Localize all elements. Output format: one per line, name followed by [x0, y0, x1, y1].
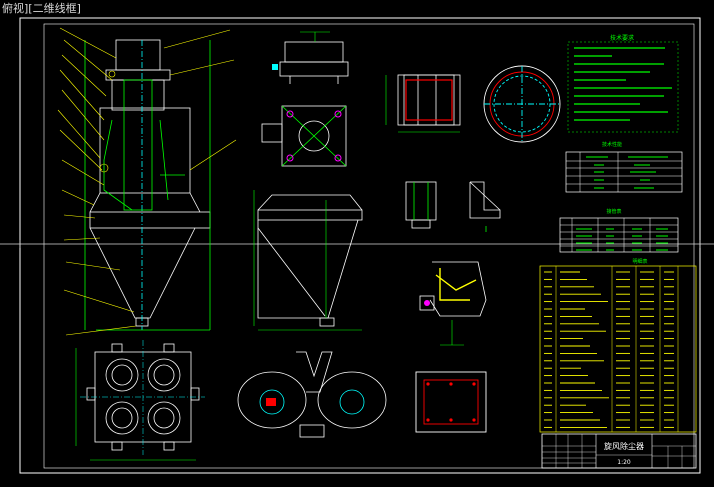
- valve-detail-markers: [424, 300, 430, 306]
- square-flange-bolts: [426, 382, 476, 422]
- bottom-plan-inner: [259, 389, 365, 415]
- section-view-dim: [385, 75, 460, 133]
- notes-title: 技术要求: [610, 34, 634, 42]
- front-view-leader-lines: [57, 27, 237, 336]
- top-view-center-lines: [80, 340, 205, 455]
- top-view-dimensions: [75, 348, 196, 461]
- front-view-cyclone: [89, 39, 211, 330]
- outlet-side-markers: [272, 64, 278, 70]
- valve-detail-hatch: [435, 268, 477, 301]
- section-view-box: [397, 74, 461, 126]
- bracket-view-side: [469, 181, 501, 232]
- nozzle-table-title: 接管表: [606, 208, 621, 215]
- technical-notes-box: 技术要求: [567, 34, 679, 133]
- viewport-label[interactable]: 俯视][二维线框]: [2, 2, 81, 15]
- spec-table: 技术性能: [565, 141, 683, 193]
- bottom-plan-view: [237, 351, 387, 438]
- bottom-plan-hatch: [266, 398, 276, 406]
- square-flange-view: [415, 371, 487, 433]
- outlet-side-leaders: [300, 31, 330, 42]
- parts-list-table: 明细表: [539, 258, 697, 433]
- flange-plan-bolts: [286, 110, 342, 162]
- parts-list-title: 明细表: [632, 258, 647, 265]
- outlet-side-view: [279, 41, 349, 84]
- flange-plan-view: [261, 105, 347, 167]
- drawing-scale: 1:20: [617, 459, 631, 466]
- hopper-side-view: [257, 194, 363, 327]
- nozzle-table: 接管表: [559, 208, 679, 253]
- parts-list-rows: [544, 271, 674, 428]
- front-view-hidden-lines: [84, 40, 211, 331]
- inner-frame: [43, 23, 695, 469]
- spec-table-title: 技术性能: [602, 141, 622, 148]
- ring-flange-view: [483, 65, 561, 143]
- top-view-cyclone-group: [86, 343, 200, 451]
- title-block: 旋风除尘器 1:20: [541, 433, 697, 469]
- valve-detail-hidden: [440, 320, 464, 346]
- section-view-hatch: [405, 79, 453, 121]
- front-view-balloons: [99, 70, 116, 173]
- valve-detail-view: [419, 261, 487, 317]
- crosshair-cursor-icon: [0, 240, 714, 248]
- drawing-title: 旋风除尘器: [604, 441, 644, 451]
- hopper-side-hidden: [253, 190, 362, 331]
- bracket-view-front: [405, 181, 437, 229]
